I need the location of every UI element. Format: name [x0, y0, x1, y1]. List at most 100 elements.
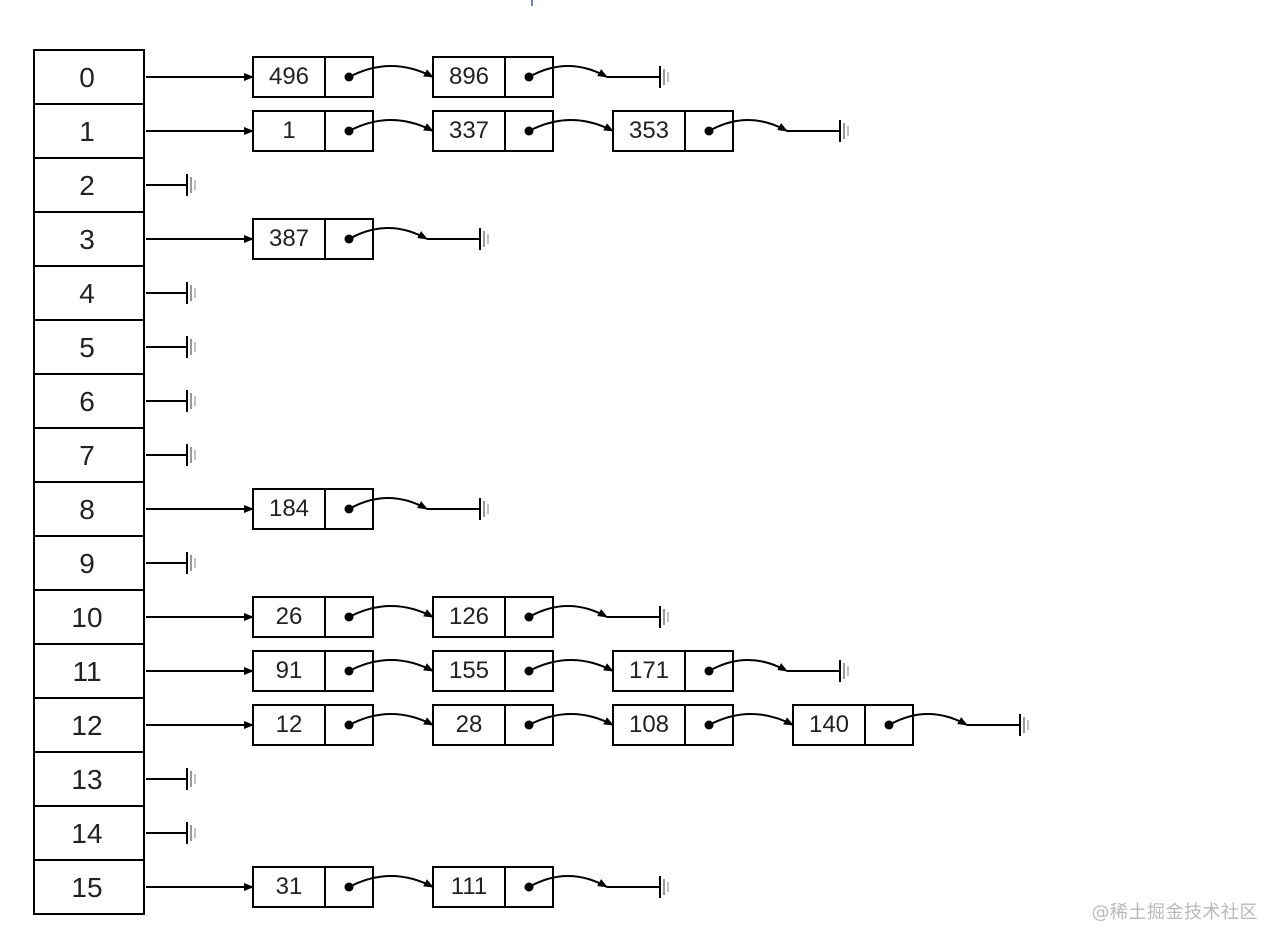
bucket-index-label: 2 — [79, 170, 95, 201]
list-node: 31 — [252, 866, 434, 908]
bucket-row: 3 387 — [33, 211, 489, 267]
bucket-cell — [33, 805, 145, 861]
bucket-row: 11 91 155 171 — [33, 643, 849, 699]
next-pointer-arrow — [348, 659, 434, 672]
node-value-cell — [252, 650, 326, 692]
node-value-cell — [432, 650, 506, 692]
bucket-cell — [33, 319, 145, 375]
list-node: 353 — [612, 110, 849, 152]
watermark: @稀土掘金技术社区 — [1091, 902, 1258, 923]
node-value-label: 184 — [269, 495, 309, 522]
next-pointer-arrow — [348, 713, 434, 726]
next-pointer-arrow — [528, 119, 614, 132]
list-node: 1 — [252, 110, 434, 152]
bucket-cell — [33, 697, 145, 753]
node-value-label: 171 — [629, 657, 669, 684]
node-value-label: 12 — [276, 711, 303, 738]
list-node: 26 — [252, 596, 434, 638]
bucket-row: 14 — [33, 805, 196, 861]
null-terminator-icon — [839, 120, 849, 142]
null-terminator-icon — [1019, 714, 1029, 736]
bucket-index-label: 0 — [79, 62, 95, 93]
bucket-index-label: 5 — [79, 332, 95, 363]
null-terminator-icon — [479, 498, 489, 520]
bucket-cell — [33, 157, 145, 213]
bucket-index-label: 8 — [79, 494, 95, 525]
node-value-cell — [252, 596, 326, 638]
list-node: 896 — [432, 56, 669, 98]
list-node: 496 — [252, 56, 434, 98]
bucket-row: 7 — [33, 427, 196, 483]
list-node: 337 — [432, 110, 614, 152]
bucket-index-label: 15 — [71, 872, 102, 903]
node-value-label: 337 — [449, 117, 489, 144]
list-node: 171 — [612, 650, 849, 692]
null-terminator-icon — [659, 876, 669, 898]
list-node: 140 — [792, 704, 1029, 746]
node-value-label: 91 — [276, 657, 303, 684]
bucket-index-label: 4 — [79, 278, 95, 309]
bucket-row: 0 496 896 — [33, 49, 669, 105]
bucket-row: 6 — [33, 373, 196, 429]
next-pointer-arrow — [708, 659, 788, 672]
null-terminator-icon — [186, 174, 196, 196]
null-terminator-icon — [186, 282, 196, 304]
next-pointer-arrow — [348, 497, 428, 510]
null-terminator-icon — [659, 606, 669, 628]
node-value-cell — [252, 218, 326, 260]
node-value-cell — [432, 56, 506, 98]
node-value-cell — [792, 704, 866, 746]
next-pointer-arrow — [528, 659, 614, 672]
next-pointer-arrow — [528, 65, 608, 78]
node-value-cell — [432, 704, 506, 746]
next-pointer-arrow — [348, 605, 434, 618]
node-value-cell — [252, 56, 326, 98]
null-terminator-icon — [839, 660, 849, 682]
bucket-cell — [33, 643, 145, 699]
bucket-index-label: 3 — [79, 224, 95, 255]
list-node: 184 — [252, 488, 489, 530]
node-value-cell — [432, 596, 506, 638]
node-value-cell — [432, 866, 506, 908]
bucket-index-label: 13 — [71, 764, 102, 795]
bucket-index-label: 9 — [79, 548, 95, 579]
bucket-cell — [33, 589, 145, 645]
node-value-label: 31 — [276, 873, 303, 900]
next-pointer-arrow — [348, 65, 434, 78]
bucket-cell — [33, 373, 145, 429]
bucket-index-label: 10 — [71, 602, 102, 633]
null-terminator-icon — [479, 228, 489, 250]
next-pointer-arrow — [708, 713, 794, 726]
node-value-label: 1 — [282, 117, 295, 144]
node-value-label: 140 — [809, 711, 849, 738]
node-value-label: 896 — [449, 63, 489, 90]
bucket-row: 9 — [33, 535, 196, 591]
node-value-label: 26 — [276, 603, 303, 630]
null-terminator-icon — [659, 66, 669, 88]
list-node: 155 — [432, 650, 614, 692]
bucket-cell — [33, 535, 145, 591]
null-terminator-icon — [186, 768, 196, 790]
list-node: 387 — [252, 218, 489, 260]
null-terminator-icon — [186, 444, 196, 466]
bucket-row: 13 — [33, 751, 196, 807]
node-value-label: 155 — [449, 657, 489, 684]
node-value-label: 387 — [269, 225, 309, 252]
null-terminator-icon — [186, 336, 196, 358]
node-value-cell — [612, 650, 686, 692]
node-value-cell — [432, 110, 506, 152]
node-value-label: 496 — [269, 63, 309, 90]
null-terminator-icon — [186, 390, 196, 412]
node-value-cell — [252, 488, 326, 530]
null-terminator-icon — [186, 552, 196, 574]
bucket-index-label: 11 — [72, 656, 101, 687]
bucket-cell — [33, 751, 145, 807]
list-node: 91 — [252, 650, 434, 692]
bucket-cell — [33, 859, 145, 915]
bucket-row: 5 — [33, 319, 196, 375]
bucket-cell — [33, 211, 145, 267]
